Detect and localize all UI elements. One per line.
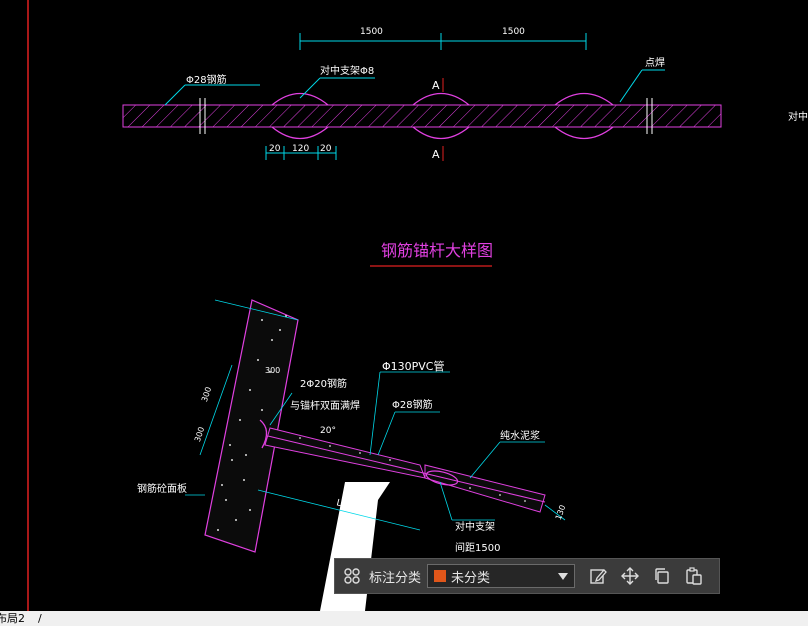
label-rebar-28: Φ28钢筋 — [186, 73, 227, 86]
copy-icon[interactable] — [649, 563, 675, 589]
label-spot-weld: 点焊 — [645, 57, 665, 69]
label-rebar-28-lower: Φ28钢筋 — [392, 398, 433, 411]
rebar-elevation-detail: 1500 1500 Φ28钢筋 对中支架Φ8 点焊 A A — [122, 27, 808, 161]
cad-drawing-canvas[interactable]: 1500 1500 Φ28钢筋 对中支架Φ8 点焊 A A — [0, 0, 808, 611]
dim-20-b: 20 — [320, 144, 332, 154]
dim-20-a: 20 — [269, 144, 281, 154]
dim-130: 130 — [554, 504, 568, 521]
drawing-title: 钢筋锚杆大样图 — [381, 241, 493, 260]
rebar-bar — [122, 104, 722, 128]
label-pvc-pipe: Φ130PVC管 — [382, 359, 445, 373]
grid-apps-icon[interactable] — [339, 563, 365, 589]
dim-1500-left: 1500 — [360, 27, 383, 37]
chevron-down-icon — [558, 573, 569, 580]
section-mark-top: A — [432, 79, 440, 92]
dim-300-side: 300 — [193, 426, 206, 443]
tab-layout-2[interactable]: 布局2 — [0, 612, 25, 625]
label-2-rebar: 2Φ20钢筋 — [300, 377, 347, 390]
edit-icon[interactable] — [585, 563, 611, 589]
section-mark-bottom: A — [432, 148, 440, 161]
dim-1500-right: 1500 — [502, 27, 525, 37]
move-icon[interactable] — [617, 563, 643, 589]
annotation-toolbar: 标注分类 未分类 — [334, 558, 720, 594]
label-center-bracket: 对中支架Φ8 — [320, 64, 374, 77]
dim-120: 120 — [292, 144, 309, 154]
paste-icon[interactable] — [681, 563, 707, 589]
dim-300-left: 300 — [200, 386, 213, 403]
label-mesh-panel: 钢筋砼面板 — [137, 482, 187, 495]
category-value: 未分类 — [451, 570, 491, 586]
tab-separator: / — [38, 612, 42, 625]
label-cement: 纯水泥浆 — [500, 429, 540, 442]
label-angle: 20° — [320, 426, 336, 436]
label-weld: 与锚杆双面满焊 — [290, 400, 360, 412]
label-bracket: 对中支架 — [455, 520, 495, 533]
layout-tab-bar: 布局2 / — [0, 611, 808, 626]
dim-300-upper: 300 — [265, 366, 280, 375]
category-color-swatch — [434, 570, 447, 582]
label-spacing: 间距1500 — [455, 541, 500, 554]
category-dropdown[interactable]: 未分类 — [427, 564, 576, 588]
label-right-edge: 对中 — [788, 110, 808, 123]
annotation-category-label: 标注分类 — [369, 570, 422, 586]
